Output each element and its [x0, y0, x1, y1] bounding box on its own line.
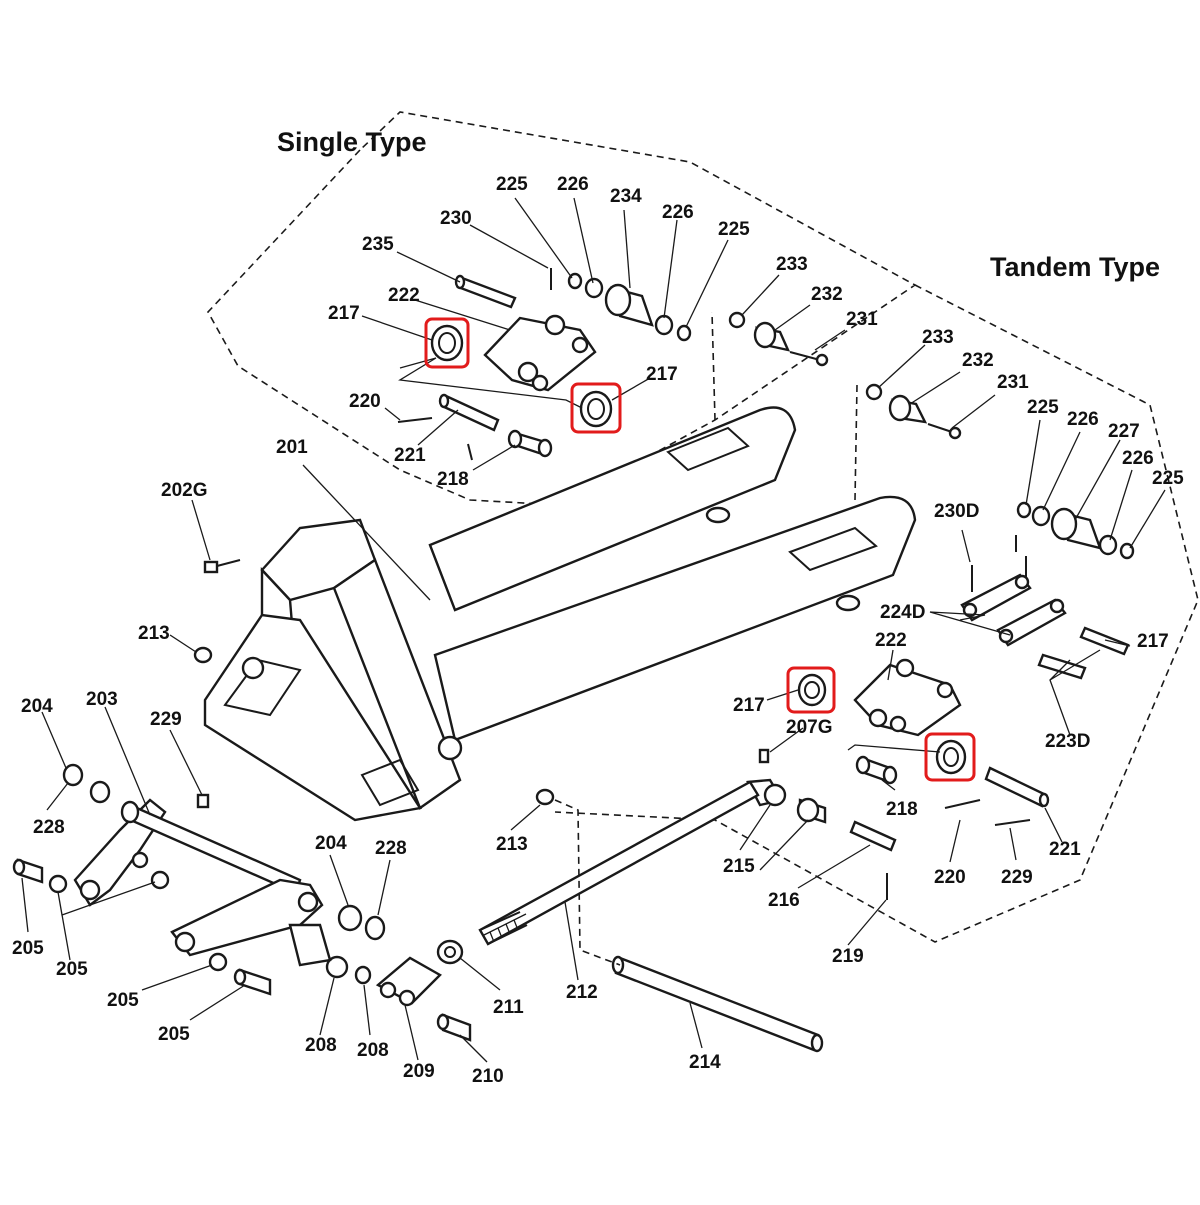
part-label: 218 [886, 799, 918, 820]
part-label: 225 [1027, 397, 1059, 418]
part-label: 222 [875, 630, 907, 651]
part-label: 213 [138, 623, 170, 644]
part-label: 235 [362, 234, 394, 255]
part-label: 205 [158, 1024, 190, 1045]
part-label: 220 [934, 867, 966, 888]
part-label: 231 [846, 309, 878, 330]
title-tandem-type: Tandem Type [990, 252, 1160, 282]
highlight-boxes [424, 317, 976, 782]
part-label: 208 [305, 1035, 337, 1056]
part-label: 217 [646, 364, 678, 385]
part-label: 204 [315, 833, 347, 854]
part-label: 225 [718, 219, 750, 240]
part-label: 220 [349, 391, 381, 412]
part-label: 234 [610, 186, 642, 207]
part-label: 210 [472, 1066, 504, 1087]
part-label: 230 [440, 208, 472, 229]
part-label: 219 [832, 946, 864, 967]
part-label: 203 [86, 689, 118, 710]
part-label: 228 [33, 817, 65, 838]
highlight-217-single-left [424, 317, 470, 369]
part-label: 204 [21, 696, 53, 717]
part-label: 230D [934, 501, 979, 522]
part-label: 207G [786, 717, 832, 738]
part-label: 226 [557, 174, 589, 195]
part-label: 209 [403, 1061, 435, 1082]
highlight-217-tandem-left [786, 666, 836, 714]
part-label: 221 [394, 445, 426, 466]
part-label: 229 [1001, 867, 1033, 888]
part-label: 212 [566, 982, 598, 1003]
part-label: 232 [811, 284, 843, 305]
single-type-parts [397, 268, 829, 461]
highlight-217-tandem-right [924, 732, 976, 782]
part-label: 215 [723, 856, 755, 877]
part-label: 231 [997, 372, 1029, 393]
title-single-type: Single Type [277, 127, 427, 157]
part-label: 222 [388, 285, 420, 306]
part-label: 226 [1067, 409, 1099, 430]
part-label: 229 [150, 709, 182, 730]
part-label: 217 [328, 303, 360, 324]
single-type-boundary [207, 111, 917, 506]
part-label: 205 [107, 990, 139, 1011]
linkage-parts [12, 559, 897, 1053]
part-label: 202G [161, 480, 207, 501]
part-label: 217 [733, 695, 765, 716]
highlight-217-single-right [570, 382, 622, 434]
part-label: 225 [496, 174, 528, 195]
part-label: 233 [922, 327, 954, 348]
part-label: 218 [437, 469, 469, 490]
part-label: 205 [56, 959, 88, 980]
part-label: 228 [375, 838, 407, 859]
part-label: 211 [493, 997, 524, 1018]
part-label: 201 [276, 437, 308, 458]
leader-lines [21, 197, 1166, 1063]
part-label: 208 [357, 1040, 389, 1061]
part-label: 216 [768, 890, 800, 911]
part-label: 217 [1137, 631, 1169, 652]
part-label: 227 [1108, 421, 1140, 442]
part-label: 213 [496, 834, 528, 855]
part-label: 226 [1122, 448, 1154, 469]
part-label: 205 [12, 938, 44, 959]
part-label: 214 [689, 1052, 721, 1073]
fork-frame [203, 406, 917, 822]
part-label: 233 [776, 254, 808, 275]
part-label: 224D [880, 602, 925, 623]
part-label: 223D [1045, 731, 1090, 752]
part-label: 221 [1049, 839, 1081, 860]
part-label: 232 [962, 350, 994, 371]
part-label: 225 [1152, 468, 1184, 489]
part-labels: 225 226 234 226 225 230 235 222 217 217 … [12, 174, 1184, 1087]
part-label: 226 [662, 202, 694, 223]
